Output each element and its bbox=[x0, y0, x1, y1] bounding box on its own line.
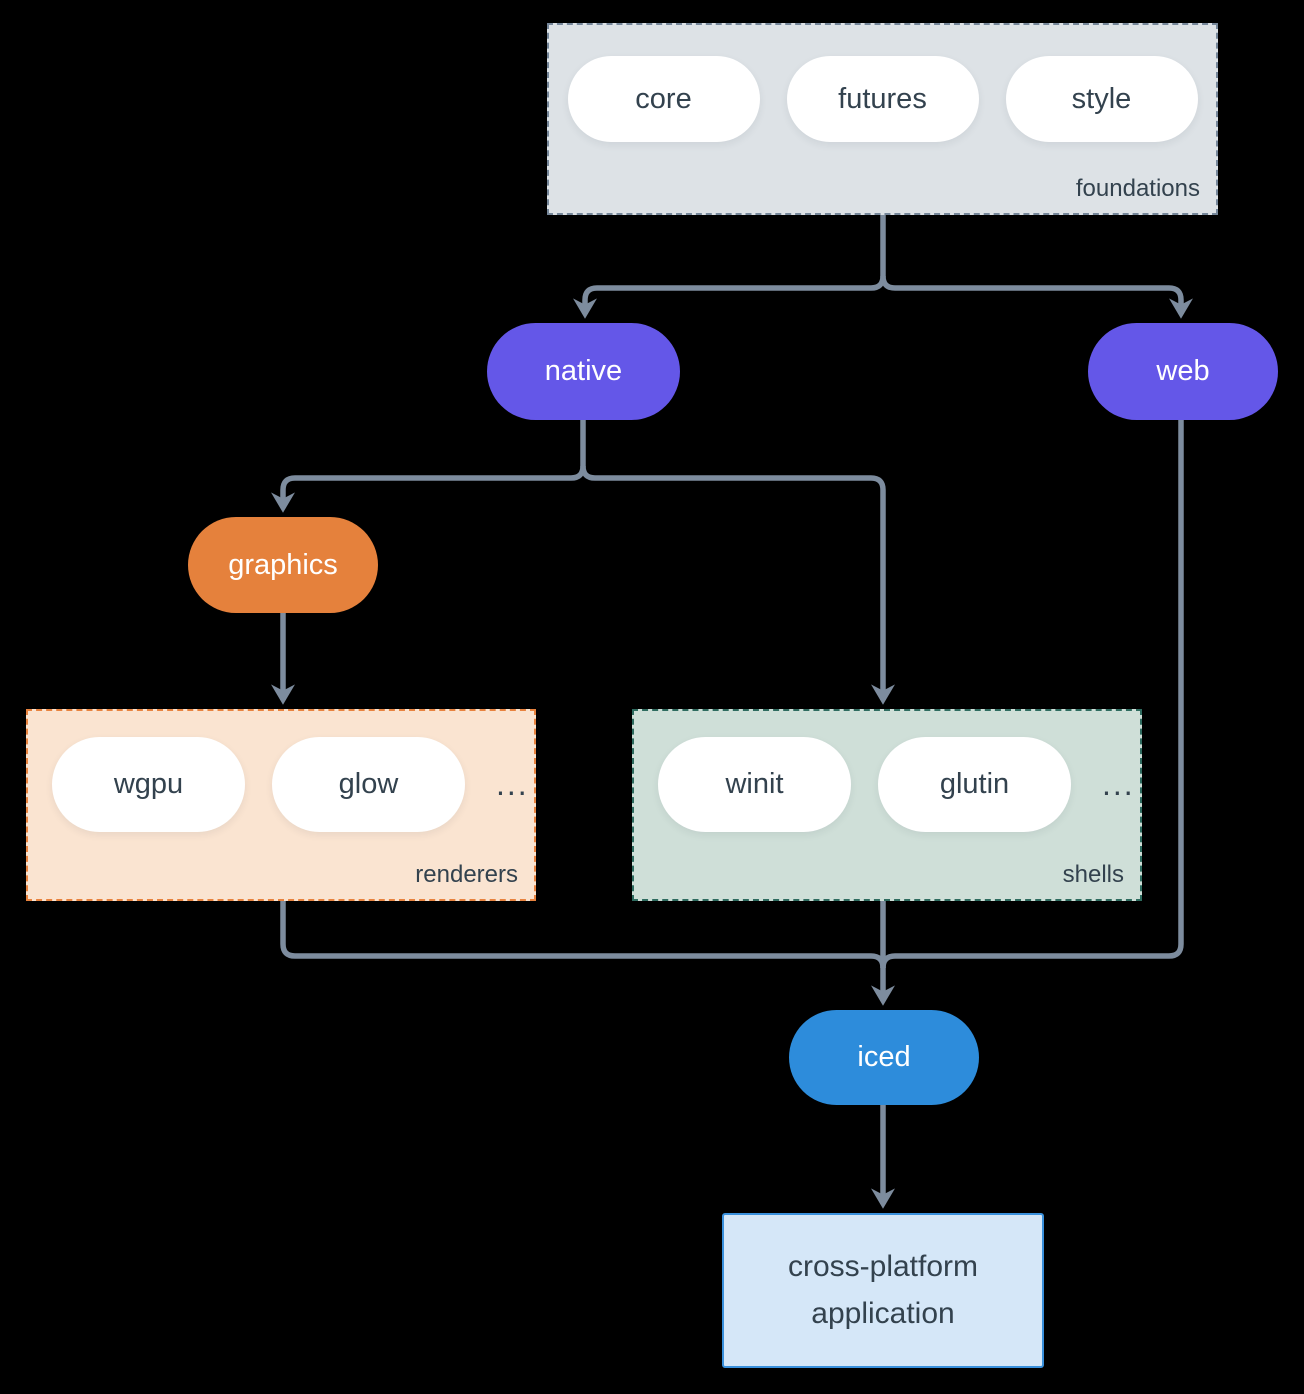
node-web: web bbox=[1088, 323, 1278, 420]
node-core: core bbox=[567, 56, 760, 142]
renderers-pill-row: wgpu glow ... bbox=[52, 737, 529, 832]
cross-platform-application-box: cross-platform application bbox=[722, 1213, 1044, 1368]
node-winit: winit bbox=[658, 737, 851, 832]
node-futures: futures bbox=[786, 56, 979, 142]
shells-ellipsis: ... bbox=[1102, 766, 1135, 802]
edge-native-graphics bbox=[271, 420, 586, 513]
shells-group: winit glutin ... shells bbox=[632, 709, 1142, 901]
node-wgpu: wgpu bbox=[52, 737, 245, 832]
cross-platform-application-label: cross-platform application bbox=[787, 1250, 979, 1330]
node-iced: iced bbox=[789, 1010, 979, 1105]
node-native: native bbox=[487, 323, 680, 420]
edge-native-shells bbox=[580, 465, 895, 705]
shells-pill-row: winit glutin ... bbox=[658, 737, 1135, 832]
node-graphics: graphics bbox=[188, 517, 378, 613]
renderers-group: wgpu glow ... renderers bbox=[26, 709, 536, 901]
shells-label: shells bbox=[1062, 861, 1124, 888]
edge-foundations-web bbox=[880, 275, 1193, 319]
renderers-label: renderers bbox=[415, 861, 518, 888]
edge-foundations-native bbox=[573, 215, 886, 319]
renderers-ellipsis: ... bbox=[496, 766, 529, 802]
node-style: style bbox=[1005, 56, 1198, 142]
foundations-label: foundations bbox=[1075, 175, 1200, 202]
node-glutin: glutin bbox=[878, 737, 1071, 832]
edge-renderers-iced bbox=[280, 901, 886, 969]
foundations-group: core futures style foundations bbox=[547, 23, 1218, 215]
node-glow: glow bbox=[272, 737, 465, 832]
foundations-pill-row: core futures style bbox=[549, 56, 1216, 142]
